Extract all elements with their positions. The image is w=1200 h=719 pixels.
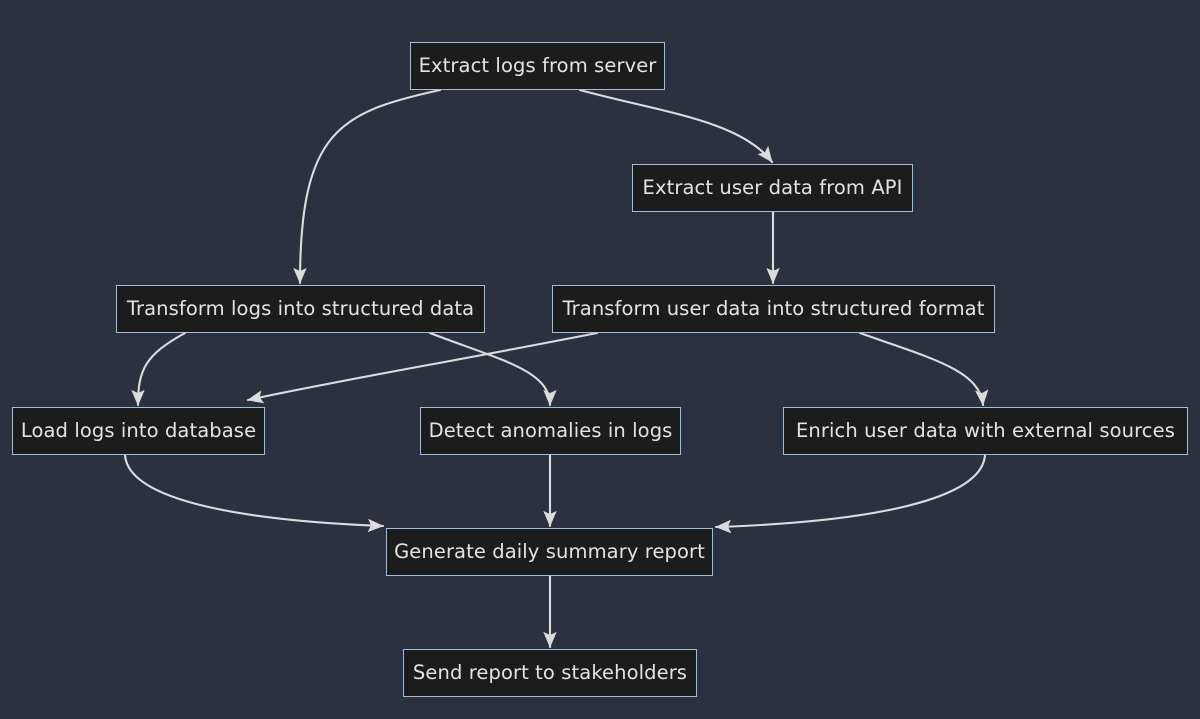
edge-transform-logs-to-load-logs [131, 331, 187, 407]
flow-node-detect-anomalies[interactable]: Detect anomalies in logs [420, 407, 681, 455]
flow-node-label: Send report to stakeholders [412, 661, 688, 685]
flow-node-label: Generate daily summary report [394, 540, 705, 564]
edge-extract-logs-to-transform-logs [293, 88, 442, 285]
flow-node-label: Transform logs into structured data [126, 297, 475, 321]
flow-node-label: Transform user data into structured form… [562, 297, 985, 321]
edge-transform-user-data-to-load-logs [246, 331, 599, 404]
flow-node-label: Extract logs from server [418, 54, 657, 78]
edge-load-logs-to-generate-report [123, 453, 385, 533]
flow-node-generate-report[interactable]: Generate daily summary report [386, 528, 713, 576]
edge-extract-logs-to-extract-user-data [578, 88, 774, 164]
flow-node-transform-user-data[interactable]: Transform user data into structured form… [552, 285, 995, 333]
flow-node-label: Extract user data from API [642, 176, 903, 200]
flow-node-extract-logs[interactable]: Extract logs from server [410, 42, 665, 90]
flow-node-enrich-user-data[interactable]: Enrich user data with external sources [783, 407, 1188, 455]
edge-enrich-user-data-to-generate-report [714, 453, 987, 534]
flow-node-label: Enrich user data with external sources [796, 419, 1175, 443]
edge-transform-logs-to-detect-anomalies [428, 331, 557, 407]
flow-node-label: Detect anomalies in logs [428, 419, 673, 443]
flow-node-transform-logs[interactable]: Transform logs into structured data [116, 285, 485, 333]
edge-transform-user-data-to-enrich-user-data [858, 331, 989, 407]
flow-node-send-report[interactable]: Send report to stakeholders [403, 649, 697, 697]
flow-node-label: Load logs into database [20, 419, 257, 443]
flow-node-load-logs[interactable]: Load logs into database [12, 407, 265, 455]
flow-node-extract-user-data[interactable]: Extract user data from API [632, 164, 913, 212]
